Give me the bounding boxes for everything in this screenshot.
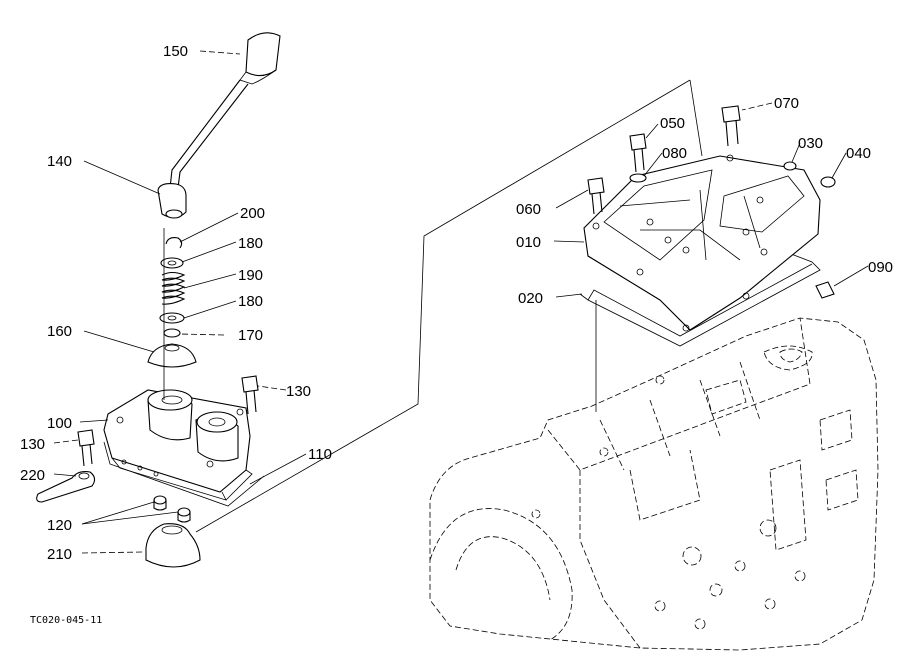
spring xyxy=(161,271,186,305)
callout-130-right: 130 xyxy=(286,383,311,400)
lever-rod xyxy=(169,79,241,189)
lock-plate xyxy=(36,471,96,503)
shift-lever-cover xyxy=(103,389,253,501)
callout-020: 020 xyxy=(518,290,543,307)
callout-200: 200 xyxy=(240,205,265,222)
washer-080 xyxy=(629,173,647,183)
bolt-050 xyxy=(629,133,647,173)
transmission-case xyxy=(429,317,879,651)
callout-100: 100 xyxy=(47,415,72,432)
callout-190: 190 xyxy=(238,267,263,284)
callout-130-left: 130 xyxy=(20,436,45,453)
assembly-guide-lines xyxy=(195,79,703,533)
gasket-lever-cover xyxy=(103,441,265,507)
callout-070: 070 xyxy=(774,95,799,112)
callout-010: 010 xyxy=(516,234,541,251)
callout-160: 160 xyxy=(47,323,72,340)
o-ring xyxy=(163,328,181,338)
callout-150: 150 xyxy=(163,43,188,60)
callout-050: 050 xyxy=(660,115,685,132)
callout-210: 210 xyxy=(47,546,72,563)
leader-lines xyxy=(53,50,869,554)
callout-060: 060 xyxy=(516,201,541,218)
bolt-130-left xyxy=(77,429,95,467)
plug-right xyxy=(177,507,191,523)
washer-upper xyxy=(160,257,184,269)
callout-170: 170 xyxy=(238,327,263,344)
callout-090: 090 xyxy=(868,259,893,276)
callout-labels: 150 140 200 180 190 180 170 160 130 100 … xyxy=(20,43,893,563)
drawing-code: TC020-045-11 xyxy=(30,615,102,626)
callout-220: 220 xyxy=(20,467,45,484)
callout-080: 080 xyxy=(662,145,687,162)
snap-ring xyxy=(165,237,183,249)
shift-lever-assembly xyxy=(147,32,281,368)
lever-knob xyxy=(245,32,281,77)
bolt-060 xyxy=(587,177,605,215)
plug-090 xyxy=(815,281,835,299)
bolt-070 xyxy=(721,105,741,147)
callout-120: 120 xyxy=(47,517,72,534)
callout-030: 030 xyxy=(798,135,823,152)
gasket-holes xyxy=(121,459,159,477)
boot-lower xyxy=(145,523,201,568)
callout-180-upper: 180 xyxy=(238,235,263,252)
nut-030 xyxy=(783,161,797,171)
callout-110: 110 xyxy=(308,446,332,463)
boot xyxy=(147,343,197,368)
callout-140: 140 xyxy=(47,153,72,170)
nut-040 xyxy=(820,176,836,188)
plug-left xyxy=(153,495,167,511)
top-cover xyxy=(583,154,821,332)
bolt-130-right xyxy=(241,375,259,415)
callout-040: 040 xyxy=(846,145,871,162)
callout-180-lower: 180 xyxy=(238,293,263,310)
